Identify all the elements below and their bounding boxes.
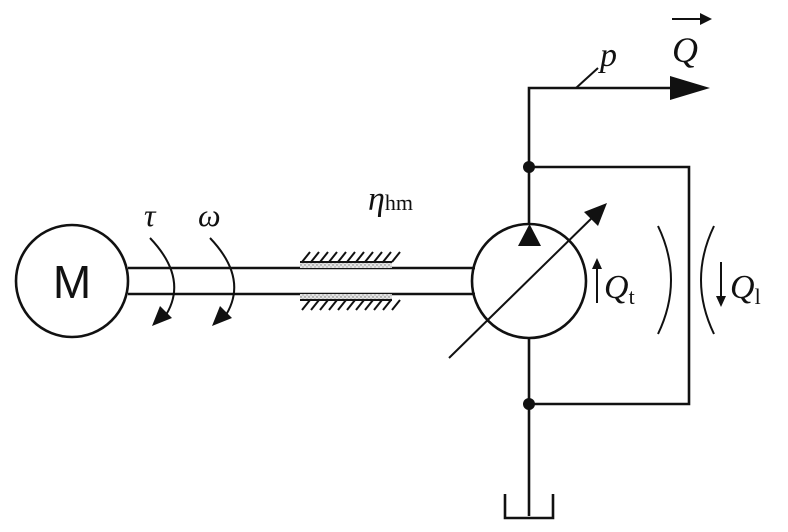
torque-arrow xyxy=(149,237,176,326)
bearing-lower-fill xyxy=(300,294,392,300)
leakage-loop xyxy=(529,165,691,406)
pump xyxy=(448,203,607,359)
hatch-mark xyxy=(301,251,311,263)
vector-overline-arrowhead xyxy=(700,13,712,25)
outlet-flow-arrowhead xyxy=(670,76,710,100)
hatch-mark xyxy=(346,299,356,311)
speed-arrowhead xyxy=(212,306,232,326)
hatch-mark xyxy=(319,251,329,263)
leakage-flow-arrowhead xyxy=(716,296,726,307)
hatch-mark xyxy=(337,251,347,263)
hatch-mark xyxy=(355,299,365,311)
pressure-leader-line xyxy=(575,67,599,89)
motor-label: M xyxy=(53,256,91,308)
leakage-flow-label: Ql xyxy=(730,269,761,309)
pump-direction-triangle xyxy=(518,224,541,246)
hatch-mark xyxy=(301,299,311,311)
hatch-mark xyxy=(337,299,347,311)
variable-displacement-arrow xyxy=(448,211,599,359)
bearing xyxy=(300,251,401,311)
hatch-mark xyxy=(382,299,392,311)
hatch-mark xyxy=(328,251,338,263)
bearing-upper-fill xyxy=(300,262,392,268)
hatch-mark xyxy=(373,299,383,311)
hatch-mark xyxy=(364,299,374,311)
bearing-lower-hatch xyxy=(301,299,401,311)
hatch-mark xyxy=(310,299,320,311)
hatch-mark xyxy=(310,251,320,263)
junction-bottom xyxy=(523,398,535,410)
efficiency-label: ηhm xyxy=(368,181,413,218)
hatch-mark xyxy=(391,299,401,311)
hydraulic-lines xyxy=(523,76,710,516)
torque-arrowhead xyxy=(152,306,172,326)
junction-top xyxy=(523,161,535,173)
hatch-mark xyxy=(373,251,383,263)
speed-arrow xyxy=(209,237,236,326)
hatch-mark xyxy=(382,251,392,263)
bearing-upper-hatch xyxy=(301,251,401,263)
hatch-mark xyxy=(364,251,374,263)
speed-label: ω xyxy=(198,197,221,233)
outlet-flow-label-group: Q xyxy=(672,13,712,70)
theoretical-flow-arrowhead xyxy=(592,258,602,269)
theoretical-flow: Qt xyxy=(592,258,635,309)
theoretical-flow-label: Qt xyxy=(604,269,635,309)
outlet-flow-label: Q xyxy=(672,30,698,70)
hatch-mark xyxy=(391,251,401,263)
hatch-mark xyxy=(319,299,329,311)
leakage-bracket-left xyxy=(657,225,672,335)
leakage-bracket-right xyxy=(700,225,715,335)
outlet-line xyxy=(527,86,680,224)
hatch-mark xyxy=(328,299,338,311)
hatch-mark xyxy=(346,251,356,263)
motor: M xyxy=(14,223,130,339)
tank-symbol xyxy=(503,494,555,520)
leakage-flow: Ql xyxy=(716,262,761,309)
pressure-label: p xyxy=(598,37,617,74)
variable-displacement-arrowhead xyxy=(584,203,607,226)
torque-label: τ xyxy=(144,197,157,233)
motor-circle xyxy=(14,223,130,339)
hatch-mark xyxy=(355,251,365,263)
shaft xyxy=(128,266,475,296)
